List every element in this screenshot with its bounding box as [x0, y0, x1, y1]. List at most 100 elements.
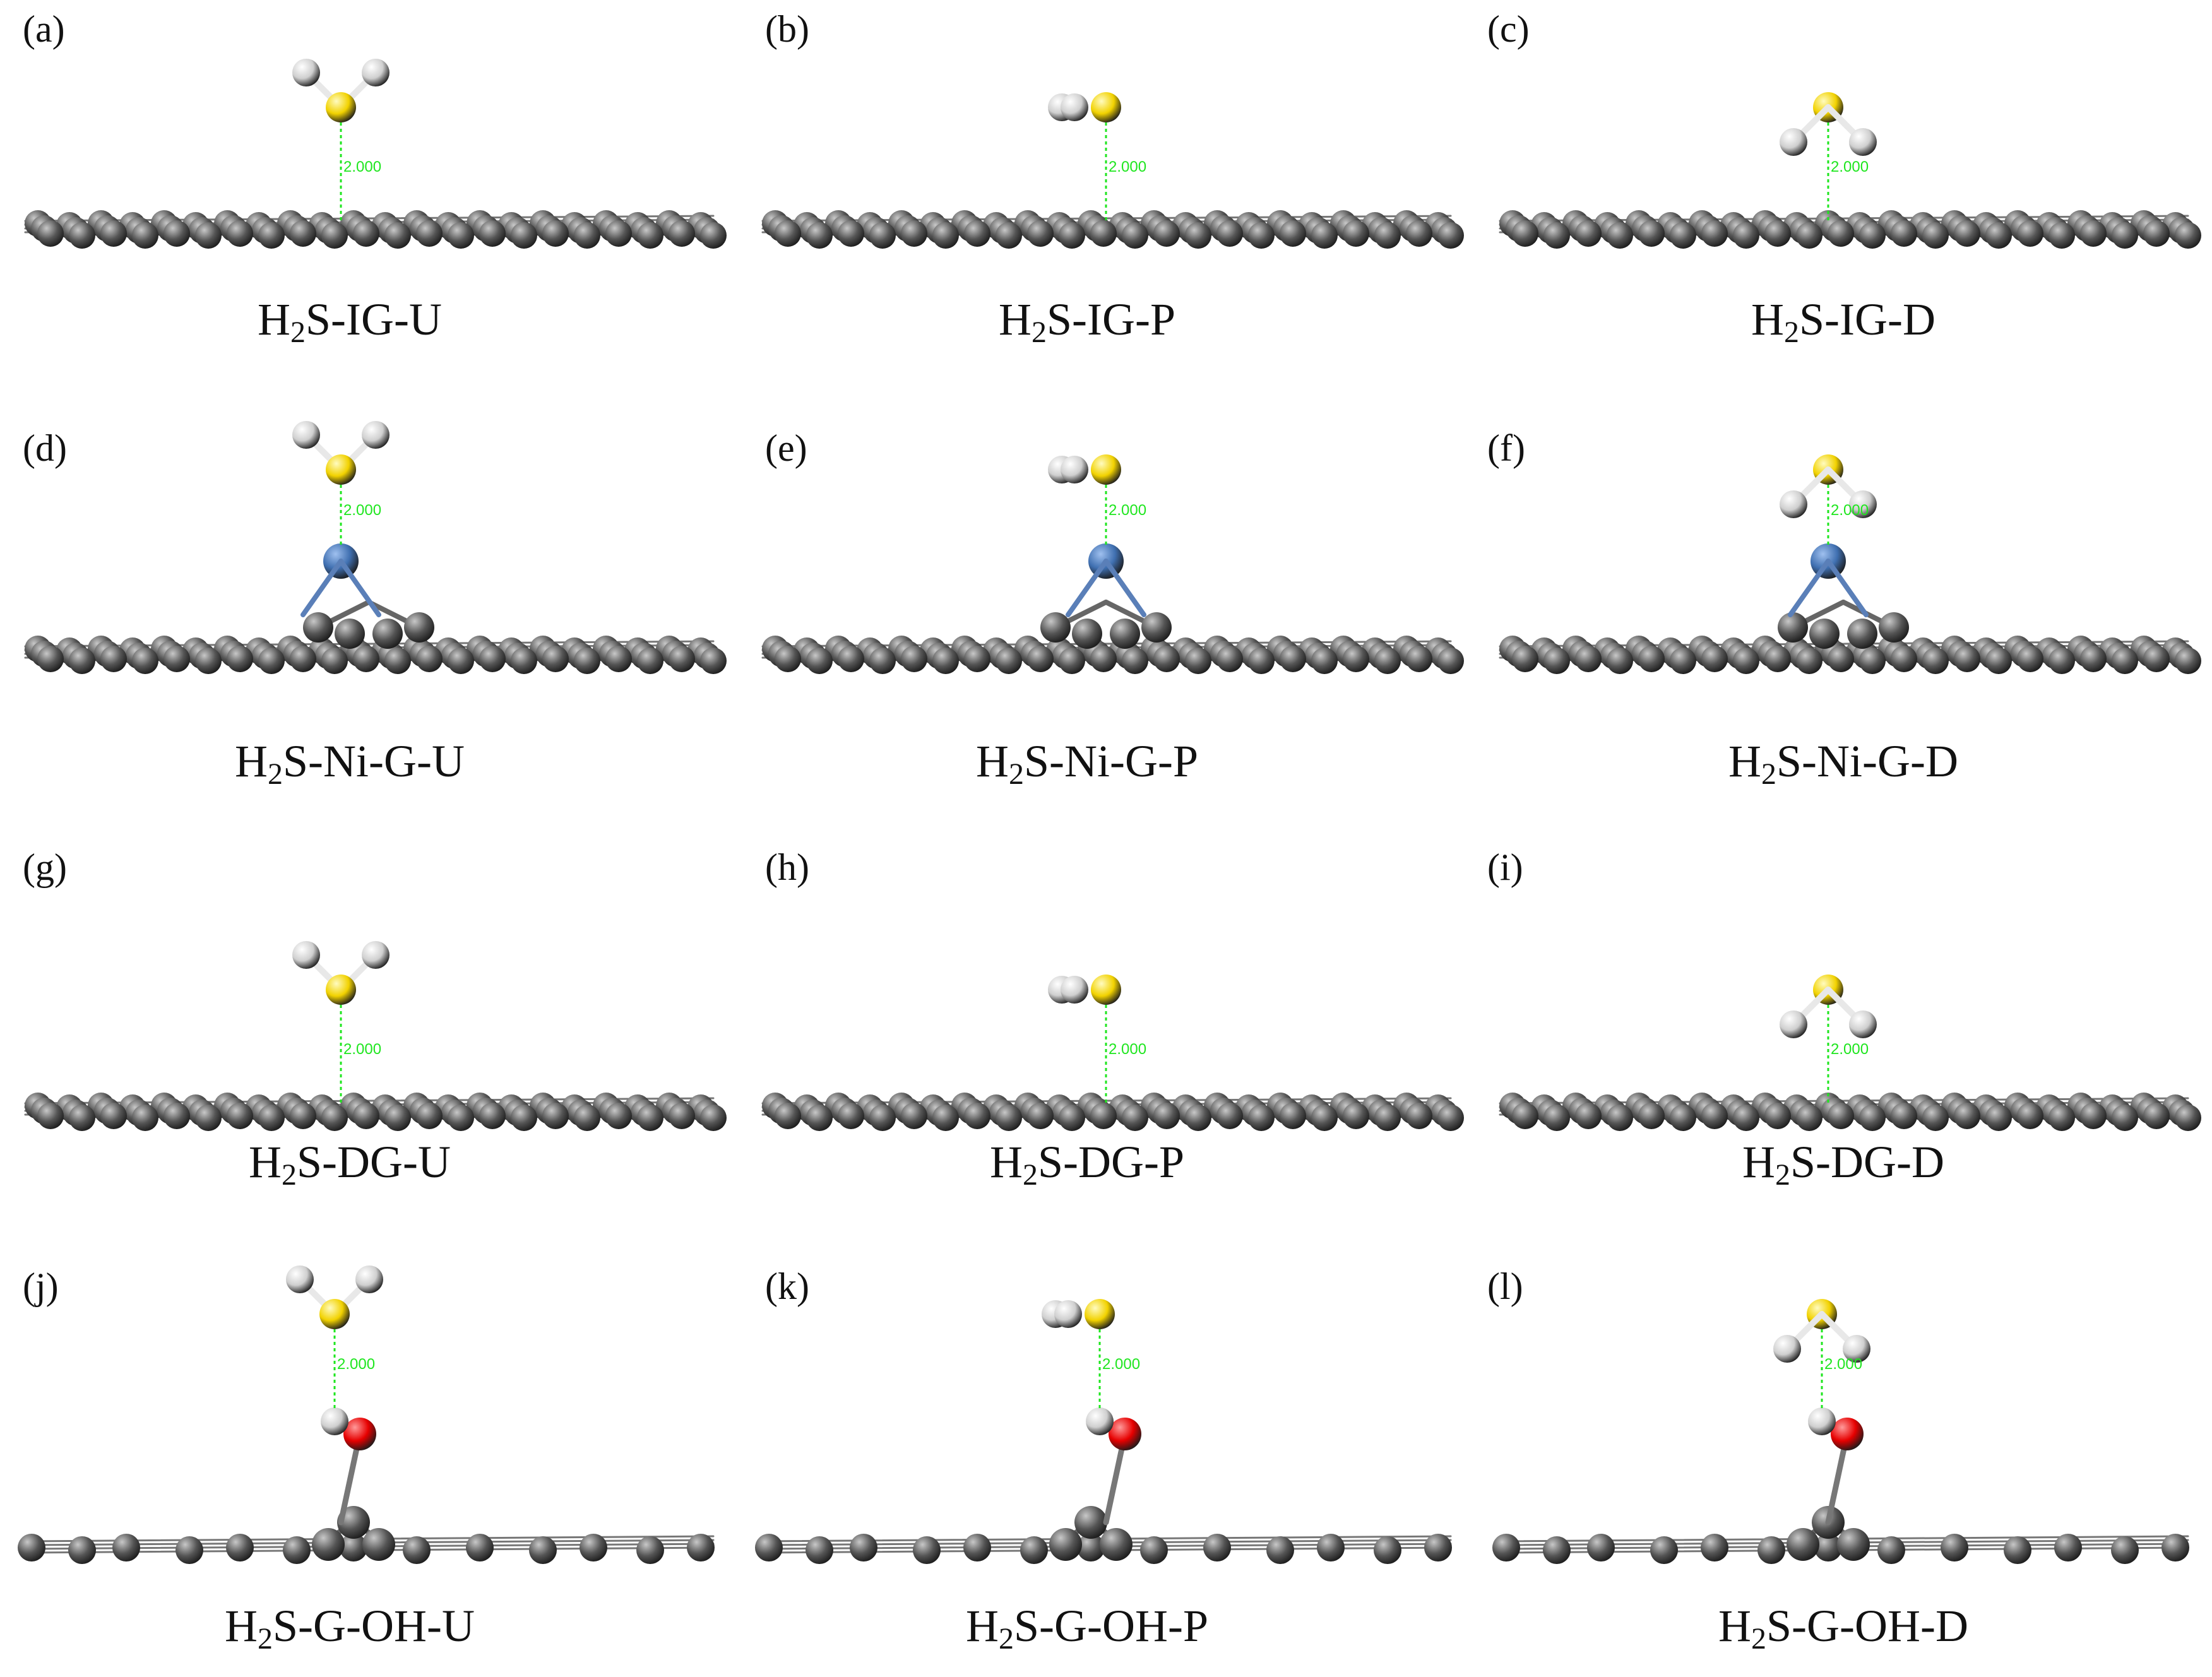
carbon-atom: [1670, 648, 1696, 674]
carbon-atom: [1778, 612, 1808, 643]
carbon-atom: [100, 646, 127, 672]
carbon-atom: [227, 220, 253, 247]
hydrogen-atom: [1061, 93, 1088, 121]
molecule-scene: 2.000: [761, 975, 1464, 1131]
carbon-atom: [2112, 222, 2138, 249]
carbon-atom: [1575, 1103, 1602, 1129]
carbon-atom: [416, 1103, 443, 1129]
h2s-molecule: [1048, 92, 1121, 122]
h2s-molecule: [1048, 975, 1121, 1005]
carbon-atom: [542, 1103, 569, 1129]
carbon-atom: [1543, 222, 1570, 249]
molecule-scene: 2.000: [761, 92, 1464, 249]
ni-c-bond: [338, 559, 381, 617]
distance-label: 2.000: [1831, 502, 1869, 519]
carbon-atom: [1424, 1534, 1452, 1561]
distance-label: 2.000: [1824, 1356, 1862, 1373]
panel-caption: H2S-G-OH-D: [1475, 1600, 2212, 1656]
carbon-atom: [1733, 222, 1759, 249]
hydrogen-atom: [362, 941, 389, 969]
carbon-atom: [2080, 646, 2107, 672]
carbon-atom: [1796, 648, 1823, 674]
carbon-atom: [1828, 1103, 1854, 1129]
sulfur-atom: [1091, 975, 1121, 1005]
oxygen-atom: [1109, 1418, 1141, 1450]
carbon-atom: [68, 1536, 96, 1564]
carbon-atom: [838, 220, 864, 247]
carbon-atom: [1859, 648, 1886, 674]
carbon-atom: [132, 222, 158, 249]
molecule-scene: 2.000: [1499, 454, 2201, 674]
carbon-atom: [1248, 1105, 1275, 1131]
carbon-atom: [175, 1536, 203, 1564]
carbon-atom: [1343, 1103, 1369, 1129]
carbon-atom: [1343, 220, 1369, 247]
h2s-molecule: [292, 59, 389, 122]
carbon-atom: [1575, 220, 1602, 247]
carbon-atom: [1701, 1103, 1728, 1129]
caption-text: S-G-OH-U: [273, 1601, 475, 1651]
carbon-atom: [580, 1534, 607, 1561]
carbon-atom: [303, 612, 333, 643]
carbon-atom: [1543, 648, 1570, 674]
carbon-atom: [384, 648, 411, 674]
caption-text: H: [1742, 1137, 1775, 1187]
carbon-atom: [1437, 648, 1464, 674]
carbon-atom: [964, 1103, 990, 1129]
caption-text: H: [989, 1137, 1023, 1187]
ni-c-bond: [1826, 559, 1869, 617]
carbon-atom: [1891, 646, 1917, 672]
caption-subscript: 2: [290, 316, 306, 349]
carbon-atom: [37, 1103, 64, 1129]
carbon-atom: [1437, 1105, 1464, 1131]
carbon-atom: [511, 222, 537, 249]
carbon-atom: [1985, 222, 2012, 249]
carbon-atom: [529, 1536, 557, 1564]
distance-marker: 2.000: [1105, 122, 1146, 221]
h2s-molecule: [1773, 1299, 1870, 1363]
carbon-atom: [1512, 220, 1538, 247]
carbon-atom: [1954, 646, 1980, 672]
caption-subscript: 2: [268, 757, 283, 791]
carbon-atom: [2161, 1534, 2189, 1561]
carbon-atom: [574, 648, 600, 674]
graphene-sheet: [1492, 1506, 2189, 1564]
carbon-atom: [283, 1536, 311, 1564]
carbon-atom: [1670, 1105, 1696, 1131]
carbon-atom: [511, 648, 537, 674]
carbon-atom: [1607, 1105, 1633, 1131]
carbon-atom: [932, 648, 959, 674]
carbon-atom: [605, 646, 632, 672]
carbon-atom: [18, 1534, 45, 1561]
carbon-atom: [669, 646, 695, 672]
hydrogen-atom: [292, 59, 320, 86]
carbon-atom: [1954, 1103, 1980, 1129]
hydrogen-atom: [1849, 490, 1877, 518]
carbon-atom: [1153, 220, 1180, 247]
carbon-atom: [1153, 1103, 1180, 1129]
panel-label: (e): [765, 427, 807, 469]
carbon-atom: [1266, 1536, 1294, 1564]
caption-text: H: [225, 1601, 258, 1651]
caption-text: H: [249, 1137, 282, 1187]
carbon-atom: [637, 648, 663, 674]
carbon-atom: [1311, 1105, 1338, 1131]
graphene-sheet: [761, 600, 1464, 674]
carbon-atom: [1985, 648, 2012, 674]
carbon-atom: [806, 1536, 833, 1564]
carbon-atom: [964, 646, 990, 672]
sh-bond: [1797, 466, 1831, 501]
distance-marker: 2.000: [1827, 485, 1869, 545]
carbon-atom: [416, 646, 443, 672]
panel-label: (c): [1487, 8, 1530, 50]
distance-marker: 2.000: [1105, 485, 1146, 545]
sulfur-atom: [326, 975, 356, 1005]
caption-subscript: 2: [1761, 757, 1777, 791]
caption-text: S-DG-U: [297, 1137, 451, 1187]
carbon-atom: [1701, 1534, 1728, 1561]
carbon-atom: [913, 1536, 941, 1564]
carbon-atom: [1406, 1103, 1432, 1129]
